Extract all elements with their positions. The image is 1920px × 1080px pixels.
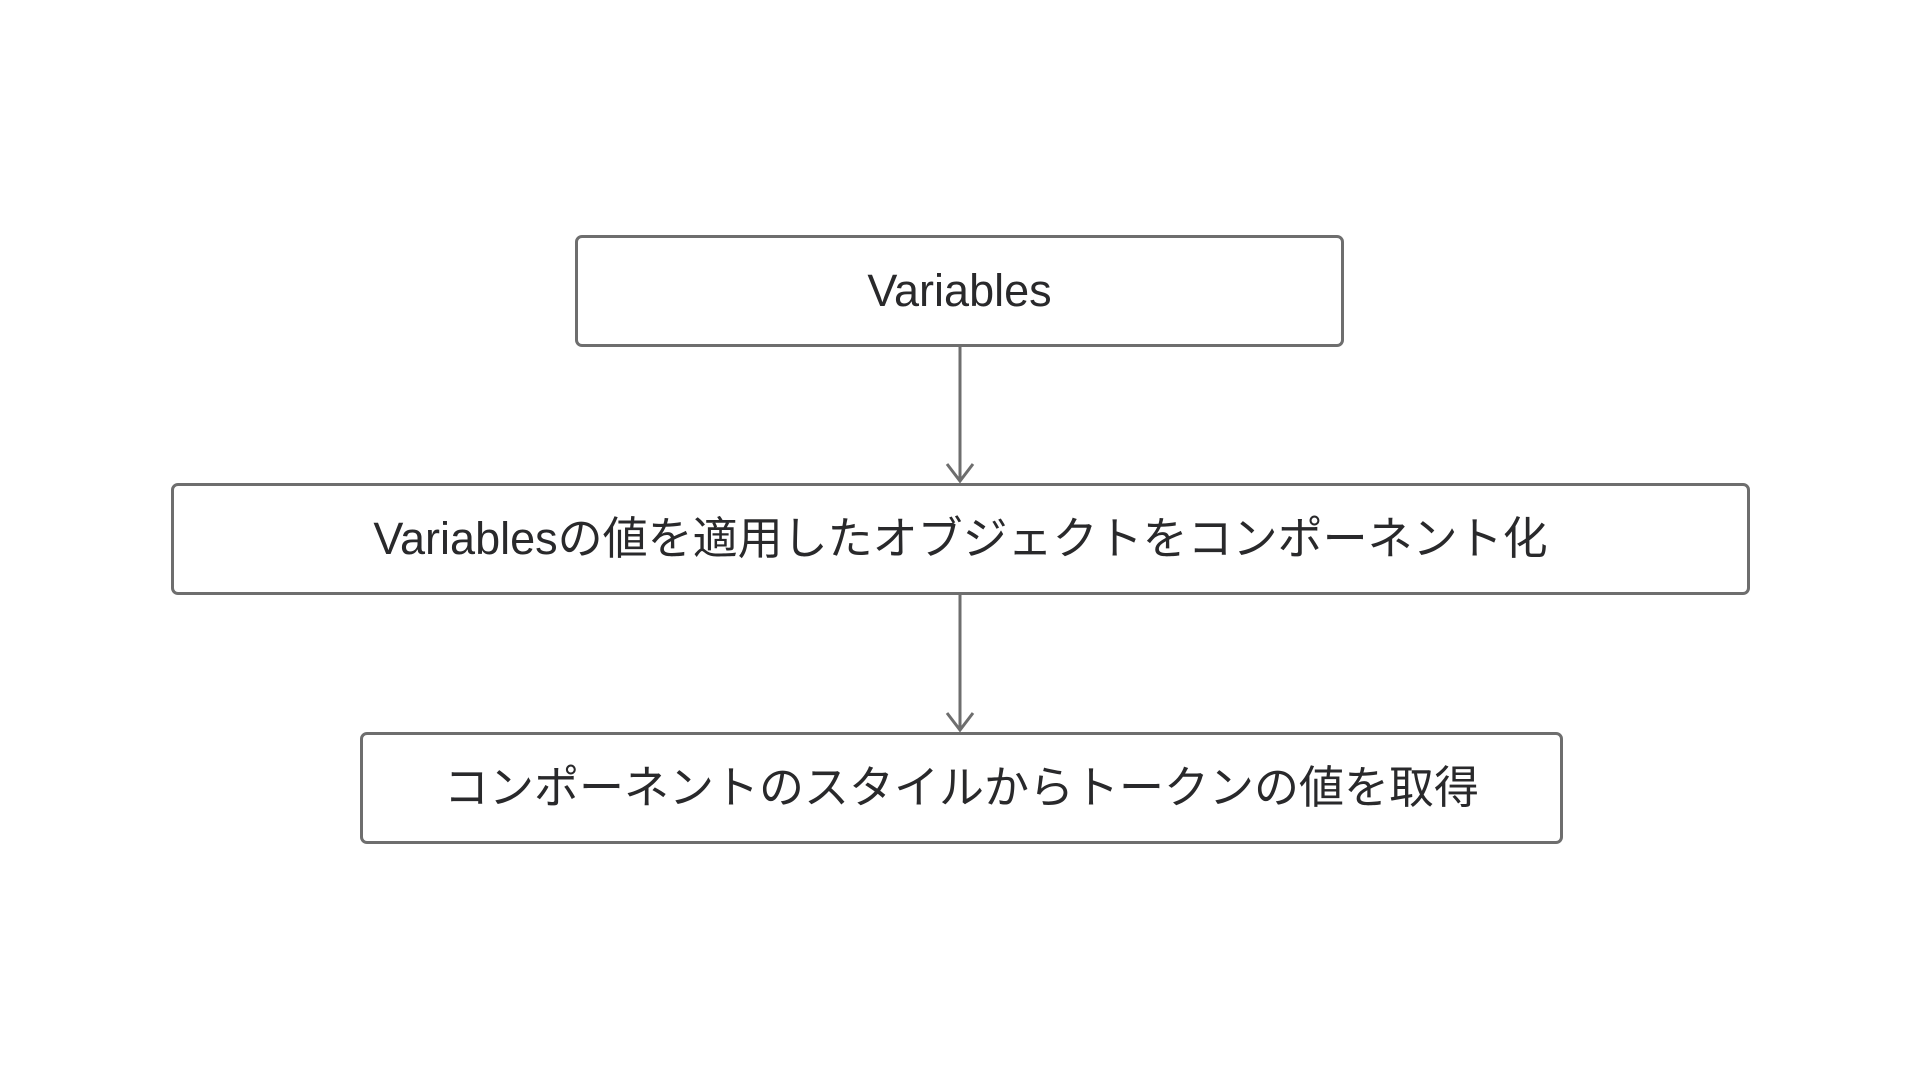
- flow-node-componentize[interactable]: Variablesの値を適用したオブジェクトをコンポーネント化: [171, 483, 1750, 595]
- flow-node-label: コンポーネントのスタイルからトークンの値を取得: [443, 762, 1479, 814]
- flow-node-get-token[interactable]: コンポーネントのスタイルからトークンの値を取得: [360, 732, 1563, 844]
- flow-node-variables[interactable]: Variables: [575, 235, 1344, 347]
- flow-node-label: Variablesの値を適用したオブジェクトをコンポーネント化: [373, 513, 1548, 565]
- edge-componentize-to-get-token: [945, 595, 975, 733]
- edge-variables-to-componentize: [945, 347, 975, 484]
- arrowhead-icon: [945, 463, 975, 484]
- arrowhead-icon: [945, 712, 975, 733]
- flow-node-label: Variables: [867, 265, 1052, 317]
